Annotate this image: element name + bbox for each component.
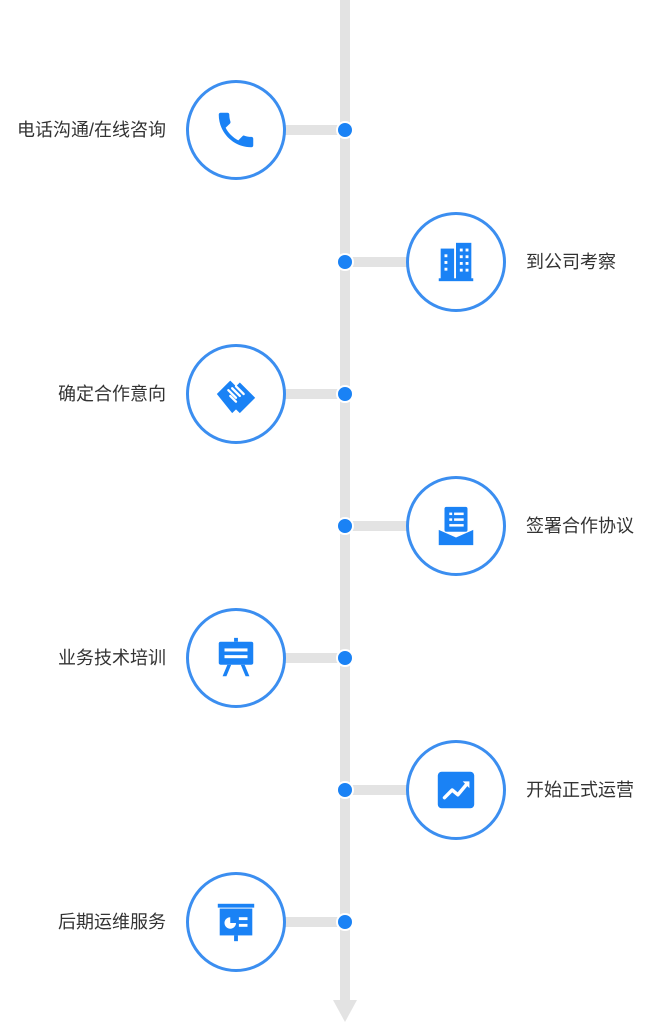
timeline-step-maintenance-service: 后期运维服务 xyxy=(0,872,645,972)
document-icon xyxy=(438,506,474,546)
handshake-icon xyxy=(216,380,256,414)
step-label: 签署合作协议 xyxy=(526,516,634,536)
timeline-dot xyxy=(336,781,354,799)
timeline-dot xyxy=(336,121,354,139)
timeline-dot xyxy=(336,253,354,271)
timeline-step-phone-consult: 电话沟通/在线咨询 xyxy=(0,80,645,180)
presentation-board-icon xyxy=(218,637,254,677)
step-icon-circle xyxy=(186,80,286,180)
timeline-line xyxy=(340,0,350,1000)
phone-icon xyxy=(218,112,254,148)
step-label: 电话沟通/在线咨询 xyxy=(16,120,166,140)
step-label: 确定合作意向 xyxy=(58,384,166,404)
step-label: 后期运维服务 xyxy=(58,912,166,932)
step-icon-circle xyxy=(186,872,286,972)
step-connector xyxy=(345,521,407,531)
timeline-dot xyxy=(336,517,354,535)
timeline-step-cooperation-intent: 确定合作意向 xyxy=(0,344,645,444)
timeline-step-company-visit: 到公司考察 xyxy=(0,212,645,312)
step-connector xyxy=(283,125,345,135)
timeline-arrow-down xyxy=(333,1000,357,1022)
step-icon-circle xyxy=(406,476,506,576)
step-label: 开始正式运营 xyxy=(526,780,634,800)
step-connector xyxy=(345,257,407,267)
timeline-dot xyxy=(336,649,354,667)
building-icon xyxy=(438,242,474,282)
step-icon-circle xyxy=(406,212,506,312)
step-connector xyxy=(345,785,407,795)
trend-up-icon xyxy=(437,771,475,809)
timeline-dot xyxy=(336,913,354,931)
timeline-step-start-operation: 开始正式运营 xyxy=(0,740,645,840)
step-label: 到公司考察 xyxy=(526,252,616,272)
step-icon-circle xyxy=(186,344,286,444)
timeline-step-sign-agreement: 签署合作协议 xyxy=(0,476,645,576)
step-connector xyxy=(283,917,345,927)
step-connector xyxy=(283,653,345,663)
chart-board-icon xyxy=(217,903,255,942)
timeline-dot xyxy=(336,385,354,403)
timeline-step-business-training: 业务技术培训 xyxy=(0,608,645,708)
step-icon-circle xyxy=(186,608,286,708)
step-connector xyxy=(283,389,345,399)
step-label: 业务技术培训 xyxy=(58,648,166,668)
step-icon-circle xyxy=(406,740,506,840)
